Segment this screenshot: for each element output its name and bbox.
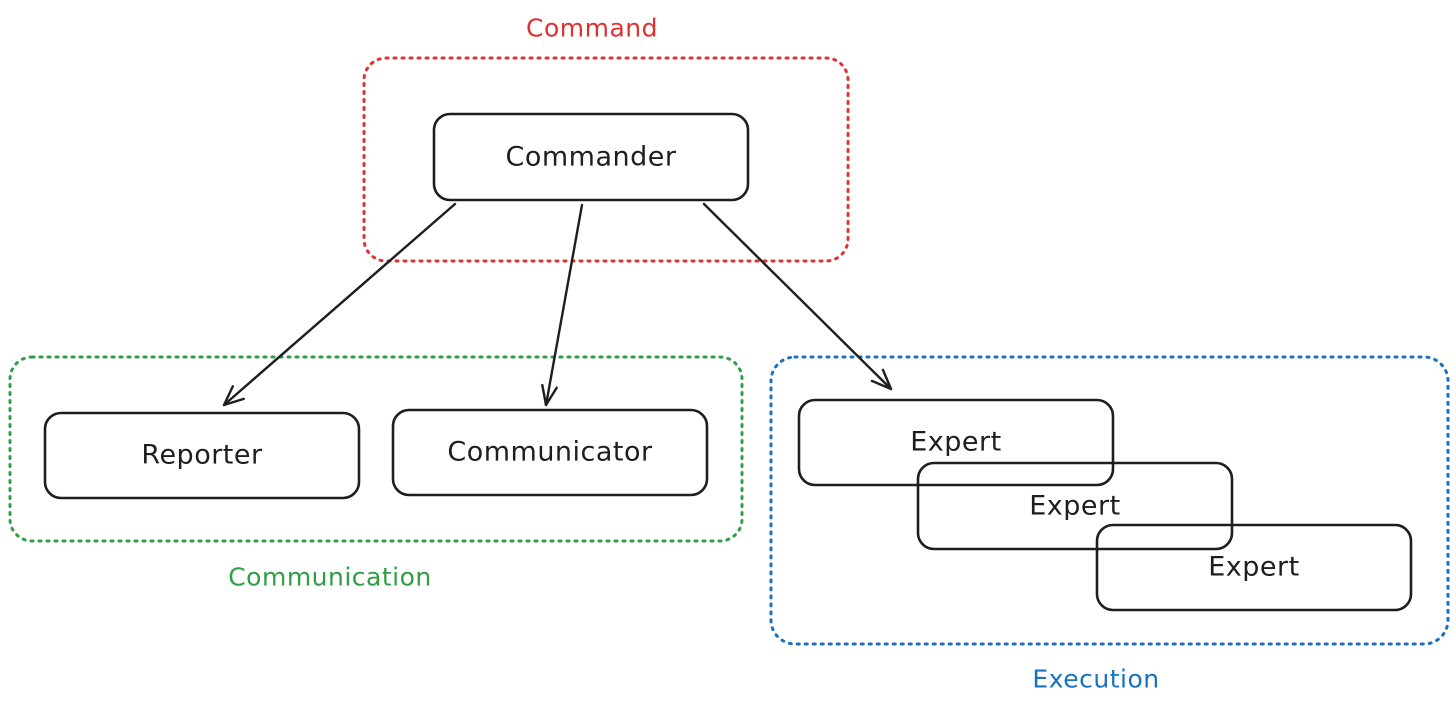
expert-box bbox=[1095, 523, 1413, 612]
command-group-frame bbox=[362, 56, 850, 263]
reporter-box bbox=[43, 411, 361, 500]
edge-line bbox=[702, 202, 893, 391]
communication-group-label: Communication bbox=[228, 563, 432, 592]
edges bbox=[222, 202, 893, 407]
reporter-label: Reporter bbox=[141, 440, 263, 471]
edge-commander-to-expert bbox=[702, 202, 893, 391]
execution-group-frame bbox=[769, 355, 1450, 646]
communication-group: Communication bbox=[8, 355, 744, 592]
edge-commander-to-communicator bbox=[541, 203, 584, 407]
communicator-box bbox=[391, 408, 709, 497]
arrowhead-icon bbox=[541, 383, 558, 407]
expert-box bbox=[916, 461, 1234, 551]
arrowhead-icon bbox=[870, 368, 893, 391]
expert-label: Expert bbox=[1029, 491, 1120, 522]
command-group-label: Command bbox=[526, 14, 658, 43]
execution-group: Execution bbox=[769, 355, 1450, 694]
command-group: Command bbox=[362, 14, 850, 263]
edge-line bbox=[544, 203, 584, 407]
node-communicator: Communicator bbox=[391, 408, 709, 497]
communication-group-frame bbox=[8, 355, 744, 543]
node-expert-1: Expert bbox=[797, 398, 1115, 487]
expert-label: Expert bbox=[910, 427, 1001, 458]
commander-box bbox=[432, 112, 750, 202]
expert-label: Expert bbox=[1208, 552, 1299, 583]
edge-commander-to-reporter bbox=[222, 202, 457, 407]
node-reporter: Reporter bbox=[43, 411, 361, 500]
node-commander: Commander bbox=[432, 112, 750, 202]
node-expert-2: Expert bbox=[916, 461, 1234, 551]
commander-label: Commander bbox=[506, 142, 677, 173]
expert-box bbox=[797, 398, 1115, 487]
communicator-label: Communicator bbox=[447, 437, 653, 468]
node-expert-3: Expert bbox=[1095, 523, 1413, 612]
execution-group-label: Execution bbox=[1032, 665, 1159, 694]
arrowhead-icon bbox=[222, 385, 245, 407]
edge-line bbox=[222, 202, 457, 407]
